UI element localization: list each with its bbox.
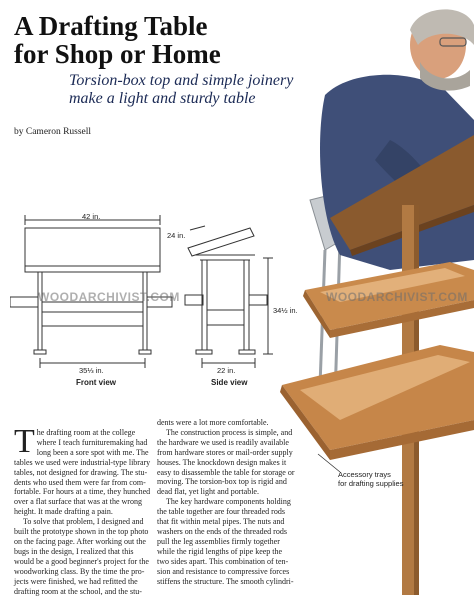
side-view-drawing	[185, 226, 273, 368]
side-height-dim: 34½ in.	[273, 306, 298, 315]
col2-line: The key hardware components holding	[157, 497, 297, 507]
col1-line: height. It made drafting a pain.	[14, 507, 152, 517]
side-view-label: Side view	[211, 378, 247, 387]
article-column-1: T he drafting room at the college where …	[14, 428, 152, 596]
front-base-dim: 35⅓ in.	[79, 366, 104, 375]
side-base-dim: 22 in.	[217, 366, 235, 375]
col1-line: dents who used them were far from com-	[14, 478, 152, 488]
col1-line: built the prototype shown in the top pho…	[14, 527, 152, 537]
article-subtitle: Torsion-box top and simple joinery make …	[69, 72, 293, 108]
col1-line: fortable. For hours at a time, they hunc…	[14, 487, 152, 497]
col2-line: houses. The knockdown design makes it	[157, 458, 297, 468]
col2-line: washers on the ends of the threaded rods	[157, 527, 297, 537]
col2-line: while the rigid lengths of pipe keep the	[157, 547, 297, 557]
front-width-dim: 42 in.	[82, 212, 100, 221]
col1-line: bugs in the design, I realized that this	[14, 547, 152, 557]
caption-line-1: Accessory trays	[338, 470, 403, 479]
col1-line: jects were finished, we had refitted the	[14, 577, 152, 587]
drop-cap: T	[14, 428, 35, 456]
subtitle-line-2: make a light and sturdy table	[69, 90, 293, 108]
title-line-2: for Shop or Home	[14, 40, 221, 68]
col2-line: dead flat, yet light and portable.	[157, 487, 297, 497]
caption-line-2: for drafting supplies	[338, 479, 403, 488]
col2-line: dents were a lot more comfortable.	[157, 418, 297, 428]
col2-line: sion and resistance to compressive force…	[157, 567, 297, 577]
watermark-right: WOODARCHIVIST.COM	[326, 290, 468, 304]
byline: by Cameron Russell	[14, 127, 91, 137]
front-view-label: Front view	[76, 378, 116, 387]
col2-line: easy to disassemble the table for storag…	[157, 468, 297, 478]
caption-leader-line	[316, 452, 342, 474]
col2-line: pull the leg assemblies firmly together	[157, 537, 297, 547]
col2-line: from hardware stores or mail-order suppl…	[157, 448, 297, 458]
side-top-dim: 24 in.	[167, 231, 185, 240]
col1-line: To solve that problem, I designed and	[14, 517, 152, 527]
subtitle-line-1: Torsion-box top and simple joinery	[69, 72, 293, 90]
col1-line: tables, not designed for drawing. The st…	[14, 468, 152, 478]
col2-line: the hardware we used is readily availabl…	[157, 438, 297, 448]
title-line-1: A Drafting Table	[14, 12, 221, 40]
col1-line: over a flat surface that was at the wron…	[14, 497, 152, 507]
col2-line: the table together are four threaded rod…	[157, 507, 297, 517]
col1-line: tables we used were industrial-type libr…	[14, 458, 152, 468]
col2-line: moving. The torsion-box top is rigid and	[157, 477, 297, 487]
col1-line: on the facing page. After working out th…	[14, 537, 152, 547]
col2-line: two sides apart. This combination of ten…	[157, 557, 297, 567]
photo-caption: Accessory trays for drafting supplies	[338, 470, 403, 488]
col2-line: The construction process is simple, and	[157, 428, 297, 438]
col1-line: woodworking class. By the time the pro-	[14, 567, 152, 577]
article-title: A Drafting Table for Shop or Home	[14, 12, 221, 68]
col2-line: stiffens the structure. The smooth cylin…	[157, 577, 297, 587]
article-column-2: dents were a lot more comfortable. The c…	[157, 418, 297, 586]
col1-line: would be a good beginner's project for t…	[14, 557, 152, 567]
col2-line: that fit within metal pipes. The nuts an…	[157, 517, 297, 527]
watermark-left: WOODARCHIVIST.COM	[38, 290, 180, 304]
